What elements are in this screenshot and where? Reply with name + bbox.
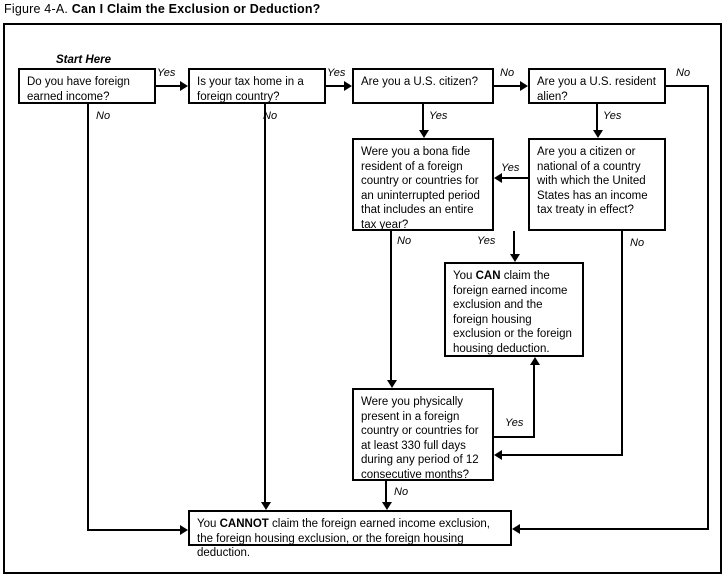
flowchart-frame (3, 23, 722, 574)
node-resident-alien[interactable]: Are you a U.S. resident alien? (528, 68, 666, 104)
edge-taxhome-yes-line (326, 85, 344, 87)
edge-label-presence-no: No (394, 486, 409, 498)
node-tax-home[interactable]: Is your tax home in a foreign country? (188, 68, 326, 104)
edge-treaty-yes-arrow (494, 173, 502, 183)
node-foreign-income[interactable]: Do you have foreign earned income? (18, 68, 156, 104)
edge-citizen-no-arrow (520, 81, 528, 91)
figure-number: Figure 4-A. (4, 2, 69, 16)
edge-bonafide-yes-arrow (510, 254, 520, 262)
edge-income-no-arrow (180, 525, 188, 535)
edge-label-alien-yes: Yes (603, 110, 622, 122)
edge-label-bonafide-yes: Yes (477, 235, 496, 247)
edge-label-taxhome-yes: Yes (327, 67, 346, 79)
can-claim-suffix: claim the foreign earned income exclusio… (453, 270, 572, 355)
edge-alien-no-hline-bottom (520, 528, 709, 530)
figure-heading: Can I Claim the Exclusion or Deduction? (71, 2, 321, 16)
edge-presence-yes-arrow (530, 357, 540, 365)
edge-bonafide-no-vline (390, 231, 392, 380)
edge-treaty-yes-line (502, 177, 528, 179)
edge-income-no-hline (87, 529, 180, 531)
edge-taxhome-yes-arrow (344, 81, 352, 91)
edge-label-alien-no: No (676, 67, 691, 79)
edge-alien-no-arrow (512, 524, 520, 534)
edge-label-bonafide-no: No (397, 235, 412, 247)
edge-taxhome-no-vline (264, 104, 266, 502)
edge-label-presence-yes: Yes (505, 417, 524, 429)
edge-presence-yes-vline (533, 365, 535, 438)
edge-income-no-vline (87, 104, 89, 531)
edge-bonafide-yes-vline (513, 231, 515, 254)
edge-treaty-no-vline (621, 231, 623, 455)
node-us-citizen[interactable]: Are you a U.S. citizen? (352, 68, 494, 104)
cannot-claim-prefix: You (197, 518, 220, 530)
edge-income-yes-line (156, 85, 180, 87)
edge-treaty-no-arrow (494, 450, 502, 460)
page-title: Figure 4-A. Can I Claim the Exclusion or… (4, 2, 321, 16)
edge-taxhome-no-arrow (261, 502, 271, 510)
node-bona-fide-residence[interactable]: Were you a bona fide resident of a forei… (352, 138, 494, 231)
edge-alien-no-vline (707, 85, 709, 530)
edge-citizen-yes-arrow (419, 130, 429, 138)
edge-label-citizen-no: No (500, 67, 515, 79)
edge-alien-yes-arrow (593, 130, 603, 138)
edge-alien-yes-vline (596, 104, 598, 130)
edge-treaty-no-hline (502, 454, 623, 456)
node-can-claim[interactable]: You CAN claim the foreign earned income … (444, 262, 584, 357)
edge-presence-no-arrow (382, 502, 392, 510)
edge-label-citizen-yes: Yes (429, 110, 448, 122)
edge-label-taxhome-no: No (263, 110, 278, 122)
edge-alien-no-hline-top (666, 85, 709, 87)
edge-income-yes-arrow (180, 81, 188, 91)
edge-label-treaty-yes: Yes (501, 162, 520, 174)
edge-presence-yes-hline (494, 436, 535, 438)
edge-label-income-no: No (96, 110, 111, 122)
edge-citizen-yes-vline (422, 104, 424, 130)
node-tax-treaty[interactable]: Are you a citizen or national of a count… (528, 138, 666, 231)
cannot-claim-suffix: claim the foreign earned income exclusio… (197, 518, 490, 560)
edge-presence-no-vline (385, 481, 387, 502)
edge-citizen-no-line (494, 85, 520, 87)
edge-bonafide-no-arrow (387, 380, 397, 388)
can-claim-emphasis: CAN (475, 270, 501, 282)
edge-label-treaty-no: No (630, 237, 645, 249)
can-claim-prefix: You (453, 270, 476, 282)
node-physical-presence[interactable]: Were you physically present in a foreign… (352, 388, 494, 481)
node-cannot-claim[interactable]: You CANNOT claim the foreign earned inco… (188, 510, 512, 559)
cannot-claim-emphasis: CANNOT (219, 518, 269, 530)
edge-label-income-yes: Yes (157, 67, 176, 79)
start-here-label: Start Here (56, 54, 111, 66)
